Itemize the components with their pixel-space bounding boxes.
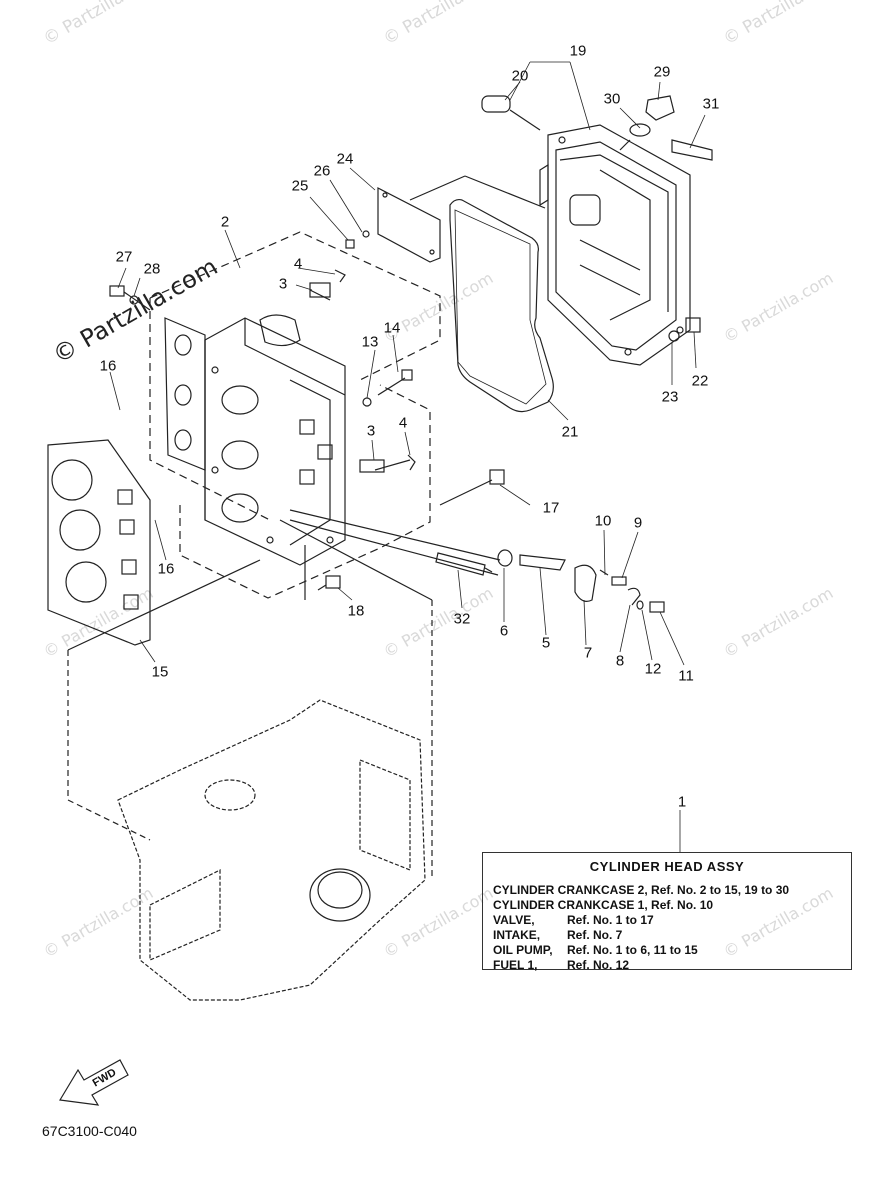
callout-27: 27 — [115, 248, 133, 266]
assembly-row-ref: Ref. No. 1 to 6, 11 to 15 — [567, 943, 698, 957]
assembly-reference-table: CYLINDER HEAD ASSY CYLINDER CRANKCASE 2,… — [482, 852, 852, 973]
callout-22: 22 — [691, 372, 709, 390]
assembly-row-name: CYLINDER CRANKCASE 1, — [493, 898, 648, 912]
callout-21: 21 — [561, 423, 579, 441]
assembly-row: VALVE, Ref. No. 1 to 17 — [493, 913, 841, 928]
callout-2: 2 — [220, 213, 230, 231]
assembly-row-ref: Ref. No. 12 — [567, 958, 630, 972]
callout-13: 13 — [361, 333, 379, 351]
callout-19: 19 — [569, 42, 587, 60]
assembly-row-ref: Ref. No. 2 to 15, 19 to 30 — [651, 883, 790, 897]
assembly-row-name: OIL PUMP, — [493, 943, 553, 957]
callout-24: 24 — [336, 150, 354, 168]
callout-20: 20 — [511, 67, 529, 85]
assembly-row: CYLINDER CRANKCASE 2, Ref. No. 2 to 15, … — [493, 883, 841, 898]
callout-25: 25 — [291, 177, 309, 195]
callout-5: 5 — [541, 634, 551, 652]
callout-10: 10 — [594, 512, 612, 530]
callout-6: 6 — [499, 622, 509, 640]
assembly-row: CYLINDER CRANKCASE 1, Ref. No. 10 — [493, 898, 841, 913]
assembly-row-name: INTAKE, — [493, 928, 541, 942]
callout-7: 7 — [583, 644, 593, 662]
assembly-row-ref: Ref. No. 10 — [651, 898, 714, 912]
callout-28: 28 — [143, 260, 161, 278]
callout-9: 9 — [633, 514, 643, 532]
callout-26: 26 — [313, 162, 331, 180]
callout-4: 4 — [398, 414, 408, 432]
assembly-title: CYLINDER HEAD ASSY — [589, 859, 745, 874]
assembly-row: FUEL 1, Ref. No. 12 — [493, 958, 841, 973]
callout-16: 16 — [99, 357, 117, 375]
cylinder-head — [204, 314, 346, 566]
assembly-row-ref: Ref. No. 1 to 17 — [567, 913, 654, 927]
assembly-row: INTAKE, Ref. No. 7 — [493, 928, 841, 943]
callout-29: 29 — [653, 63, 671, 81]
callout-15: 15 — [151, 663, 169, 681]
cover-plate — [377, 187, 441, 263]
callout-16: 16 — [157, 560, 175, 578]
callout-12: 12 — [644, 660, 662, 678]
callout-3: 3 — [278, 275, 288, 293]
callout-30: 30 — [603, 90, 621, 108]
callout-31: 31 — [702, 95, 720, 113]
callout-3: 3 — [366, 422, 376, 440]
assembly-row-name: VALVE, — [493, 913, 535, 927]
fwd-arrow-icon — [59, 1059, 129, 1106]
callout-17: 17 — [542, 499, 560, 517]
callout-32: 32 — [453, 610, 471, 628]
head-gasket — [47, 439, 151, 646]
assembly-row-name: FUEL 1, — [493, 958, 538, 972]
assembly-row: OIL PUMP, Ref. No. 1 to 6, 11 to 15 — [493, 943, 841, 958]
callout-8: 8 — [615, 652, 625, 670]
callout-11: 11 — [678, 667, 694, 685]
callout-4: 4 — [293, 255, 303, 273]
callout-1: 1 — [677, 793, 687, 811]
cylinder-block — [117, 699, 426, 1001]
assembly-row-ref: Ref. No. 7 — [567, 928, 623, 942]
callout-18: 18 — [347, 602, 365, 620]
callout-23: 23 — [661, 388, 679, 406]
assembly-row-name: CYLINDER CRANKCASE 2, — [493, 883, 648, 897]
cover-gasket — [449, 198, 554, 413]
head-cover — [539, 124, 691, 366]
callout-14: 14 — [383, 319, 401, 337]
diagram-code: 67C3100-C040 — [42, 1123, 137, 1139]
